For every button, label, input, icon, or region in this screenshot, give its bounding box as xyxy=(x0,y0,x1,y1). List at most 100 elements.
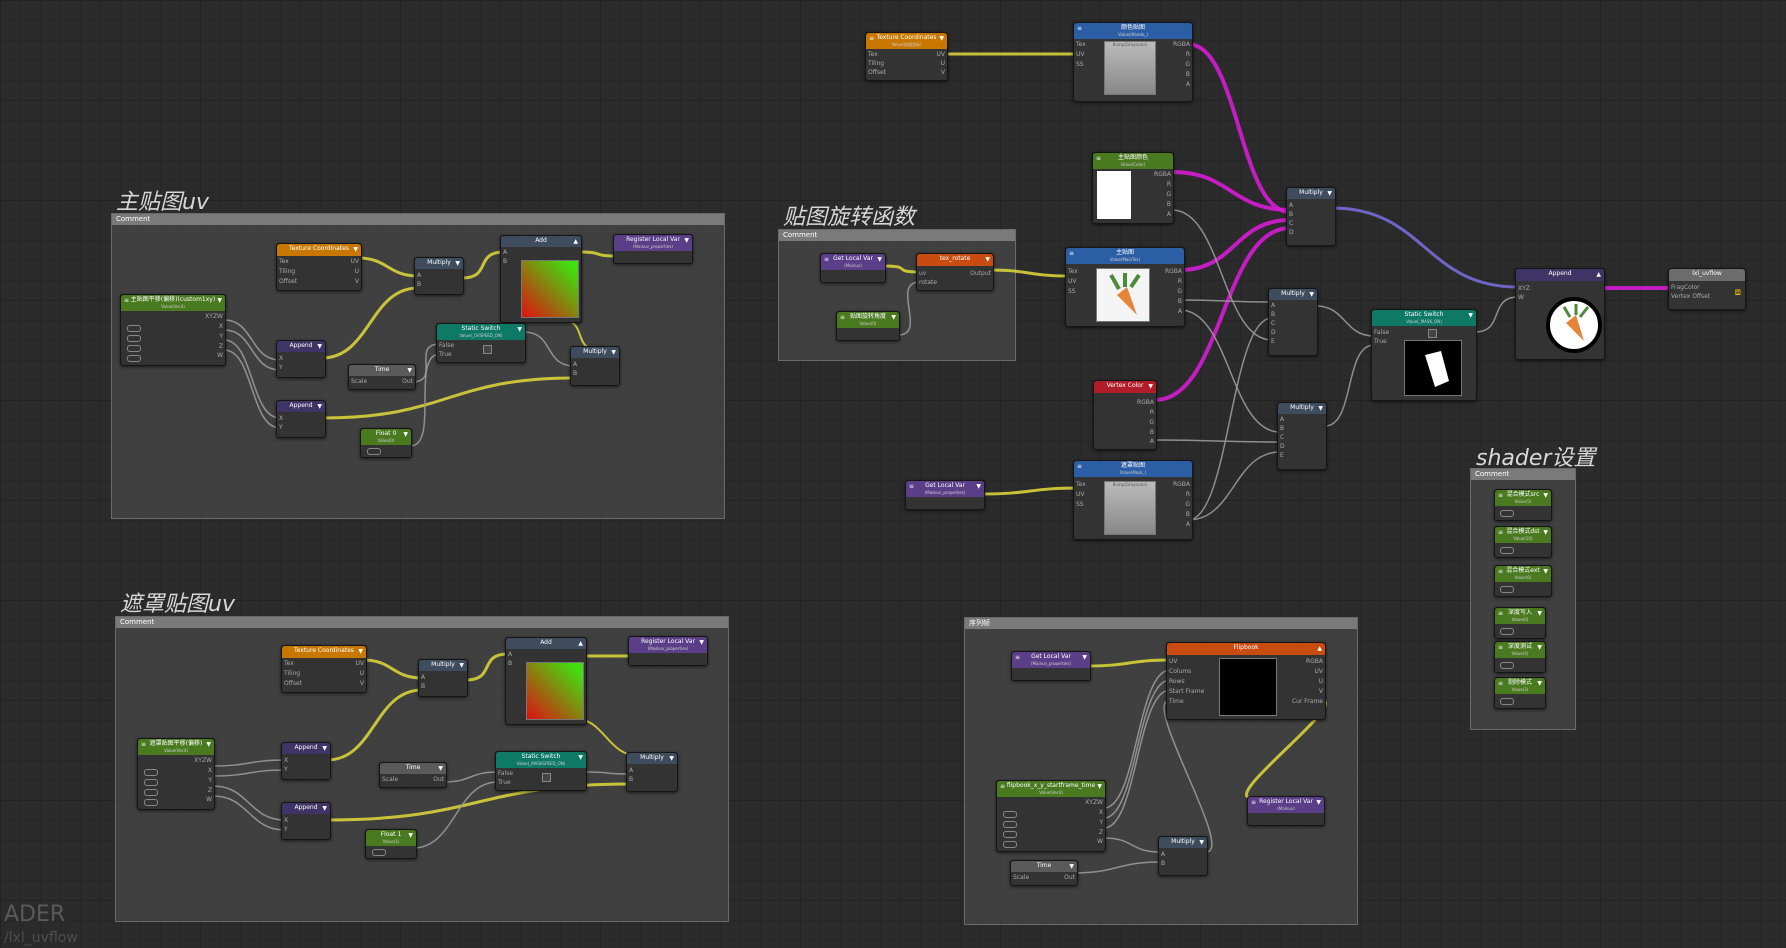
vector-field[interactable] xyxy=(1003,831,1017,838)
flipbook-node[interactable]: Flipbook▲ UV Colums Rows Start Frame Tim… xyxy=(1166,642,1326,720)
register-local-var-mainuv[interactable]: Register Local Var(Mainuv_properties)▼ xyxy=(613,234,693,264)
carrot-icon xyxy=(1562,304,1590,341)
vector-field[interactable] xyxy=(144,779,158,786)
carrot-icon xyxy=(1109,273,1141,315)
enum-field[interactable] xyxy=(1500,662,1514,669)
add-preview-gradient[interactable] xyxy=(526,662,584,720)
vector-field[interactable] xyxy=(127,335,141,342)
wire xyxy=(1171,209,1273,341)
group-header: 序列帧 xyxy=(965,618,1357,629)
wire xyxy=(1179,309,1281,433)
append-node-g1b[interactable]: Append▼ X Y xyxy=(276,400,326,438)
enum-field[interactable] xyxy=(1500,547,1514,554)
time-node-g3[interactable]: Time▼ Scale Out xyxy=(379,762,447,788)
multiply-node-r2[interactable]: Multiply▼ A B C D E xyxy=(1277,402,1327,470)
vector-field[interactable] xyxy=(144,799,158,806)
texture-preview[interactable]: Bump(Grayscale) xyxy=(1104,481,1156,535)
get-local-var-mainuv[interactable]: ≡Get Local Var(Mainuv)▼ xyxy=(820,253,886,283)
multiply-node-g1[interactable]: Multiply▼ A B xyxy=(414,257,464,295)
multiply-node-g1b[interactable]: Multiply▼ A B xyxy=(570,346,620,386)
add-preview-gradient[interactable] xyxy=(521,260,579,318)
enum-field[interactable] xyxy=(1500,628,1514,635)
register-local-var-maskuv[interactable]: Register Local Var(Maskuv_properties)▼ xyxy=(628,636,708,666)
vector-field[interactable] xyxy=(144,789,158,796)
vector-field[interactable] xyxy=(1003,821,1017,828)
register-local-var-flipbook[interactable]: ≡Register Local Var(Mainuv)▼ xyxy=(1247,796,1325,826)
mask-preview[interactable] xyxy=(1404,340,1462,396)
get-local-var-mask[interactable]: ≡Get Local Var(Maskuv_properties)▼ xyxy=(905,480,985,510)
wire xyxy=(1179,299,1273,303)
get-local-var-flipbook[interactable]: ≡Get Local Var(Mainuv_properties)▼ xyxy=(1011,651,1091,681)
multiply-node-main[interactable]: Multiply▼ A B C D xyxy=(1286,187,1336,246)
vector-field[interactable] xyxy=(127,355,141,362)
texture-coordinates-node-main[interactable]: Texture Coordinates▼ Tex Tiling Offset U… xyxy=(276,243,362,291)
enum-field[interactable] xyxy=(1500,510,1514,517)
switch-checkbox[interactable] xyxy=(542,773,551,782)
enum-field[interactable] xyxy=(1500,698,1514,705)
multiply-node-g3[interactable]: Multiply▼ A B xyxy=(418,659,468,697)
tex-rotate-function-node[interactable]: tex_rotate▼ uv rotate Output xyxy=(916,253,994,291)
carrot-preview[interactable] xyxy=(1546,297,1602,353)
append-node-g3b[interactable]: Append▼ X Y xyxy=(281,802,331,840)
texture-preview[interactable]: Bump(Grayscale) xyxy=(1104,41,1156,95)
wire xyxy=(1187,317,1273,521)
add-node-g1[interactable]: Add▲ A B xyxy=(500,235,582,323)
float-field[interactable] xyxy=(367,448,381,455)
multiply-node-g3b[interactable]: Multiply▼ A B xyxy=(626,752,678,792)
float-field[interactable] xyxy=(372,849,386,856)
comment-group-rotate-fn[interactable]: Comment xyxy=(778,229,1016,361)
multiply-node-g4[interactable]: Multiply▼ A B xyxy=(1158,836,1208,876)
mask-uv-vector-node[interactable]: ≡遮罩贴图平移(偏移)Value(Vec4)▼ XYZW X Y Z W xyxy=(137,738,215,810)
wire xyxy=(1187,451,1281,521)
vector-field[interactable] xyxy=(144,769,158,776)
carrot-texture-preview[interactable] xyxy=(1096,268,1150,322)
vector-field[interactable] xyxy=(127,345,141,352)
texture-coordinates-node-mask[interactable]: Texture Coordinates▼ Tex Tiling Offset U… xyxy=(281,645,367,693)
wire xyxy=(1474,296,1519,333)
vector-field[interactable] xyxy=(1003,841,1017,848)
color-swatch[interactable] xyxy=(1097,171,1131,219)
append-node-g3a[interactable]: Append▼ X Y xyxy=(281,742,331,780)
switch-checkbox[interactable] xyxy=(1428,329,1437,338)
wire xyxy=(1331,206,1519,289)
switch-checkbox[interactable] xyxy=(483,345,492,354)
group-header: Comment xyxy=(1471,469,1575,480)
vector-field[interactable] xyxy=(1003,811,1017,818)
main-uv-vector-node[interactable]: ≡主贴图平移(偏移)(custom1xy)Value(Vec4)▼ XYZW X… xyxy=(120,294,226,366)
time-node-g4[interactable]: Time▼ Scale Out xyxy=(1010,860,1078,886)
wire xyxy=(1315,305,1375,337)
vertex-color-node[interactable]: Vertex Color▼ RGBA R G B A xyxy=(1093,380,1157,450)
add-node-g3[interactable]: Add▲ A B xyxy=(505,637,587,725)
vector-field[interactable] xyxy=(127,325,141,332)
append-node-output[interactable]: Append▲ XYZ W xyxy=(1515,268,1605,360)
output-settings-icon[interactable]: ⧈ xyxy=(1734,287,1741,298)
output-master-node[interactable]: lxl_uvflow FragColor Vertex Offset ⧈ xyxy=(1668,268,1746,310)
group-header: Comment xyxy=(116,617,728,628)
group-header: Comment xyxy=(779,230,1015,241)
append-node-g1a[interactable]: Append▼ X Y xyxy=(276,340,326,378)
enum-field[interactable] xyxy=(1500,586,1514,593)
group-title-shader-settings: shader设置 xyxy=(1476,446,1596,471)
flipbook-preview[interactable] xyxy=(1219,658,1277,716)
multiply-node-r1[interactable]: Multiply▼ A B C D E xyxy=(1268,288,1318,356)
time-node-g1[interactable]: Time▼ Scale Out xyxy=(348,364,416,390)
group-title-main-uv: 主贴图uv xyxy=(116,190,209,215)
